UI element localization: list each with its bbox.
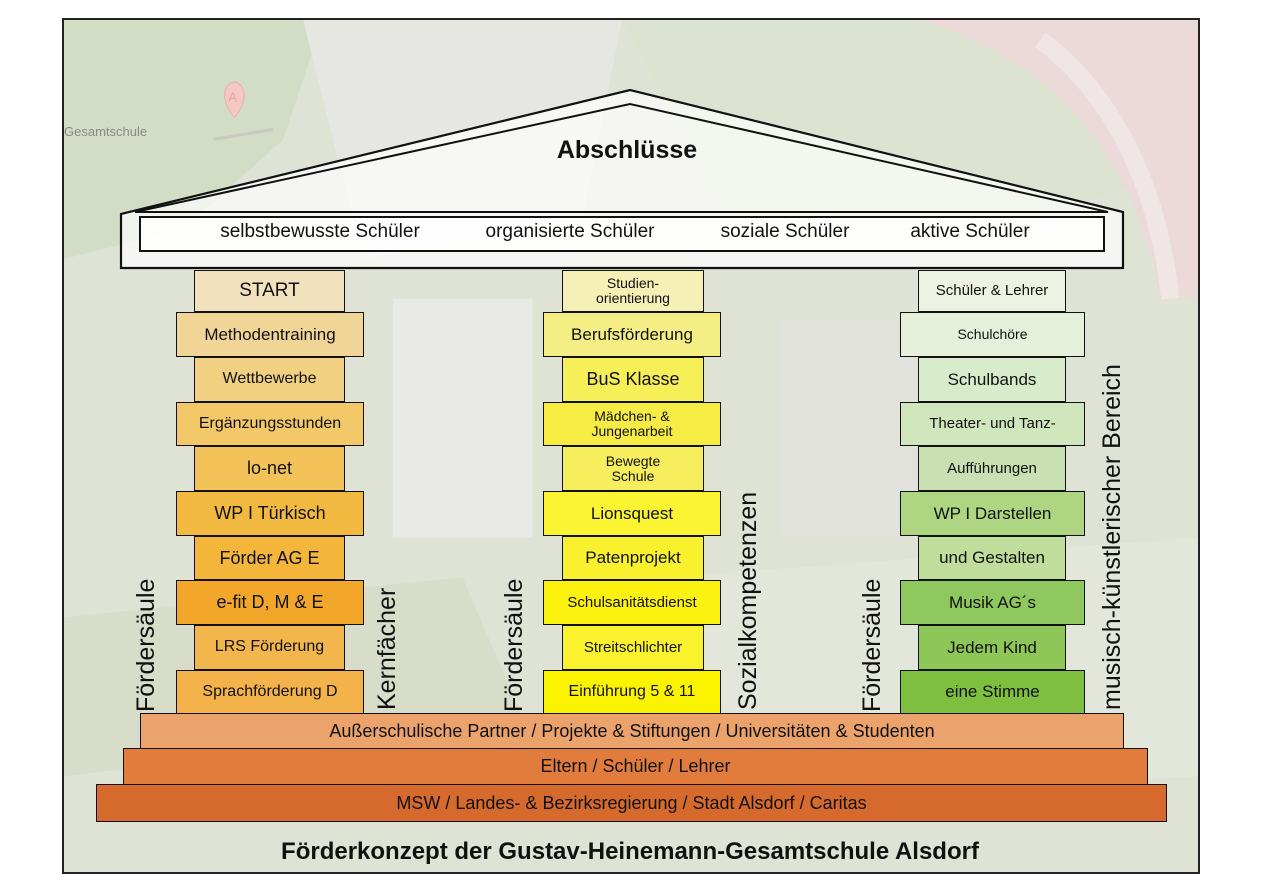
left-pillar-block-label: Wettbewerbe (222, 370, 317, 388)
roof-inner-line (134, 102, 1109, 213)
left-pillar-block-label: Förder AG E (219, 547, 320, 568)
middle-pillar-block: BuS Klasse (562, 357, 704, 402)
middle-pillar-topic-label: Sozialkompetenzen (734, 491, 762, 710)
right-pillar-block-label: Schulbands (947, 369, 1037, 389)
foundation-step-eltern-label: Eltern / Schüler / Lehrer (540, 756, 731, 777)
left-pillar-block-label: WP I Türkisch (214, 503, 326, 524)
right-pillar-side-label: Fördersäule (858, 578, 886, 712)
middle-pillar-block: Patenprojekt (562, 536, 704, 580)
left-pillar-block-label: LRS Förderung (214, 638, 325, 656)
middle-pillar-block-label: Bewegte Schule (605, 452, 661, 484)
roof-value-organisierte: organisierte Schüler (485, 221, 655, 242)
right-pillar-block-label: WP I Darstellen (933, 503, 1052, 523)
middle-pillar-block: Bewegte Schule (562, 446, 704, 491)
foundation-step-msw-label: MSW / Landes- & Bezirksregierung / Stadt… (396, 792, 867, 813)
left-pillar-block-label: Ergänzungsstunden (198, 414, 342, 432)
left-pillar-block: Sprachförderung D (176, 670, 364, 714)
foundation-step-eltern: Eltern / Schüler / Lehrer (123, 748, 1148, 785)
roof-value-selbstbewusste: selbstbewusste Schüler (220, 221, 420, 242)
map-place-label: Gesamtschule (64, 124, 148, 139)
middle-pillar-side-label: Fördersäule (500, 578, 528, 712)
middle-pillar-block-label: Studien- orientierung (596, 275, 670, 306)
middle-pillar-block-label: Berufsförderung (571, 324, 693, 344)
middle-pillar-block: Studien- orientierung (562, 270, 704, 312)
right-pillar-block: Schulchöre (900, 312, 1085, 357)
left-pillar-block-label: e-fit D, M & E (216, 592, 324, 613)
left-pillar-block-label: Methodentraining (204, 324, 336, 344)
foundation-step-partners: Außerschulische Partner / Projekte & Sti… (140, 713, 1124, 750)
right-pillar-block: Schulbands (918, 357, 1066, 402)
foundation-step-partners-label: Außerschulische Partner / Projekte & Sti… (329, 721, 935, 742)
right-pillar-block-label: Schulchöre (957, 326, 1028, 343)
right-pillar-block: und Gestalten (918, 536, 1066, 580)
map-marker-letter: A (228, 90, 237, 105)
foundation-step-msw: MSW / Landes- & Bezirksregierung / Stadt… (96, 784, 1167, 822)
right-pillar-block-label: eine Stimme (945, 682, 1040, 702)
right-pillar-block: Jedem Kind (918, 625, 1066, 670)
middle-pillar-block: Berufsförderung (543, 312, 721, 357)
left-pillar-block: Förder AG E (194, 536, 345, 580)
middle-pillar-block-label: BuS Klasse (586, 369, 680, 390)
right-pillar-block: Schüler & Lehrer (918, 270, 1066, 312)
left-pillar-block: LRS Förderung (194, 625, 345, 670)
right-pillar-block: Aufführungen (918, 446, 1066, 491)
right-pillar-block: WP I Darstellen (900, 491, 1085, 536)
right-pillar-block-label: und Gestalten (939, 548, 1045, 568)
right-pillar-block: Theater- und Tanz- (900, 402, 1085, 446)
left-pillar-side-label: Fördersäule (132, 578, 160, 712)
right-pillar-topic-label: musisch-künstlerischer Bereich (1098, 364, 1126, 710)
middle-pillar-block-label: Schulsanitätsdienst (567, 593, 697, 611)
middle-pillar-block-label: Patenprojekt (585, 548, 681, 568)
left-pillar-topic-label: Kernfächer (373, 587, 401, 710)
middle-pillar-block: Streitschlichter (562, 625, 704, 670)
map-marker-icon (224, 81, 245, 119)
middle-pillar-block-label: Einführung 5 & 11 (568, 682, 696, 700)
middle-pillar-block-label: Mädchen- & Jungenarbeit (591, 408, 673, 439)
middle-pillar-block-label: Streitschlichter (583, 638, 683, 656)
middle-pillar-block: Mädchen- & Jungenarbeit (543, 402, 721, 446)
left-pillar-block: Wettbewerbe (194, 357, 345, 402)
roof-value-soziale: soziale Schüler (720, 221, 850, 242)
left-pillar-block: START (194, 270, 345, 312)
right-pillar-block-label: Musik AG´s (949, 592, 1036, 612)
left-pillar-block-label: START (239, 280, 300, 302)
left-pillar-block-label: Sprachförderung D (202, 682, 338, 700)
middle-pillar-block: Schulsanitätsdienst (543, 580, 721, 625)
right-pillar-block: Musik AG´s (900, 580, 1085, 625)
right-pillar-block: eine Stimme (900, 670, 1085, 714)
left-pillar-block: Ergänzungsstunden (176, 402, 364, 446)
left-pillar-block: WP I Türkisch (176, 491, 364, 536)
left-pillar-block: lo-net (194, 446, 345, 491)
left-pillar-block: e-fit D, M & E (176, 580, 364, 625)
left-pillar-block: Methodentraining (176, 312, 364, 357)
left-pillar-block-label: lo-net (246, 458, 293, 479)
middle-pillar-block: Einführung 5 & 11 (543, 670, 721, 714)
middle-pillar-block: Lionsquest (543, 491, 721, 536)
right-pillar-block-label: Theater- und Tanz- (929, 415, 1056, 433)
roof-value-aktive: aktive Schüler (910, 221, 1030, 242)
right-pillar-block-label: Aufführungen (947, 459, 1037, 477)
caption: Förderkonzept der Gustav-Heinemann-Gesam… (281, 838, 979, 865)
right-pillar-block-label: Schüler & Lehrer (935, 282, 1049, 300)
roof-title: Abschlüsse (556, 136, 698, 164)
right-pillar-block-label: Jedem Kind (947, 637, 1037, 657)
roof-values-bar (139, 216, 1105, 252)
middle-pillar-block-label: Lionsquest (590, 503, 674, 523)
